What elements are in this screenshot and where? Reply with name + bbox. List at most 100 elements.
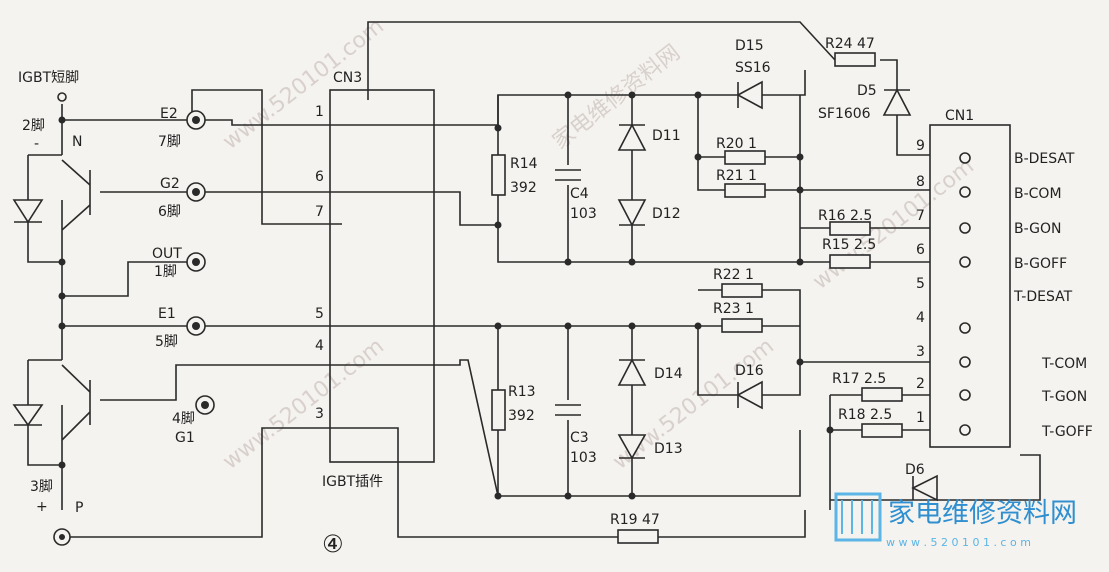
label-d11: D11 (652, 128, 681, 144)
cn1-title: CN1 (945, 108, 974, 124)
cn1-labels: CN1 9 8 7 6 5 4 3 2 1 B-DESAT B-COM B-GO… (916, 108, 1093, 440)
label-r22: R22 1 (713, 267, 754, 283)
site-logo: 家电维修资料网 w w w . 5 2 0 1 0 1 . c o m (834, 492, 1077, 549)
label-d16: D16 (735, 363, 764, 379)
resistor-r18 (861, 423, 903, 438)
igbt-labels: IGBT短脚 2脚 - N 3脚 + P (18, 70, 83, 516)
label-c4: C4 (570, 186, 589, 202)
short-pin-terminal (57, 92, 67, 102)
label-e1: E1 (158, 306, 176, 322)
diode-d15 (736, 80, 763, 110)
cn3-pin-4: 4 (315, 338, 324, 354)
cn1-label-5: 5 (916, 276, 925, 292)
resistor-r19 (617, 529, 659, 544)
watermark-url-2: www.520101.com (218, 334, 389, 475)
label-r21: R21 1 (716, 168, 757, 184)
signal-t-com: T-COM (1041, 356, 1087, 372)
label-g2: G2 (160, 176, 180, 192)
label-d13: D13 (654, 441, 683, 457)
resistor-r20 (724, 150, 766, 165)
label-e2: E2 (160, 106, 178, 122)
diode-d6 (911, 474, 938, 502)
resistor-r15 (829, 254, 871, 269)
cn1-pin-3 (959, 356, 971, 368)
label-r18: R18 2.5 (838, 407, 892, 423)
resistor-r24 (834, 52, 876, 67)
capacitor-c3 (555, 400, 581, 420)
cn1-label-6: 6 (916, 242, 925, 258)
wires (27, 21, 1041, 538)
resistors (491, 52, 903, 544)
cn1-pin-2 (959, 389, 971, 401)
signal-b-desat: B-DESAT (1014, 151, 1075, 167)
label-r19: R19 47 (610, 512, 660, 528)
signal-t-gon: T-GON (1041, 389, 1087, 405)
diode-d5 (882, 88, 912, 116)
cn1-label-3: 3 (916, 344, 925, 360)
signal-b-gon: B-GON (1014, 221, 1062, 237)
signal-b-goff: B-GOFF (1014, 256, 1067, 272)
label-minus: - (34, 136, 39, 152)
cn1-pin-7 (959, 222, 971, 234)
diode-d16 (736, 380, 763, 410)
screw-terminals (186, 110, 215, 415)
cn3-pin-1: 1 (315, 104, 324, 120)
label-c4-val: 103 (570, 206, 597, 222)
capacitors (555, 165, 581, 420)
cn3-caption: IGBT插件 (322, 474, 383, 490)
igbt-lower (12, 364, 91, 546)
cn1-pins (959, 152, 971, 436)
cn3-title: CN3 (333, 70, 362, 86)
cn1-pin-8 (959, 186, 971, 198)
logo-mark-icon (834, 492, 882, 542)
label-r17: R17 2.5 (832, 371, 886, 387)
diode-d12 (617, 199, 647, 227)
label-r14-val: 392 (510, 180, 537, 196)
label-d12: D12 (652, 206, 681, 222)
igbt-upper (12, 92, 91, 231)
diode-d13 (617, 434, 647, 460)
resistor-r17 (861, 387, 903, 402)
logo-url: w w w . 5 2 0 1 0 1 . c o m (886, 536, 1031, 549)
label-r20: R20 1 (716, 136, 757, 152)
cn1-label-7: 7 (916, 208, 925, 224)
cn1-pin-9 (959, 152, 971, 164)
signal-b-com: B-COM (1014, 186, 1062, 202)
cn1-label-9: 9 (916, 138, 925, 154)
cn3-pin-5: 5 (315, 306, 324, 322)
label-r23: R23 1 (713, 301, 754, 317)
diode-d14 (617, 358, 647, 386)
cn3-pin-3: 3 (315, 406, 324, 422)
label-d5-part: SF1606 (818, 106, 871, 122)
label-d5: D5 (857, 83, 877, 99)
cn1-label-8: 8 (916, 174, 925, 190)
cn1-label-1: 1 (916, 410, 925, 426)
label-g1: G1 (175, 430, 195, 446)
label-g1-pin: 4脚 (172, 411, 195, 427)
cn3-pin-7: 7 (315, 204, 324, 220)
label-out: OUT (152, 246, 182, 262)
logo-site-name: 家电维修资料网 (888, 498, 1077, 529)
label-r14: R14 (510, 156, 538, 172)
component-labels: R24 47 D5 SF1606 D15 SS16 D11 D12 R14 39… (508, 36, 925, 528)
cn3-labels: CN3 1 6 7 5 4 3 IGBT插件 (315, 70, 383, 490)
label-p: P (75, 500, 83, 516)
label-e1-pin: 5脚 (155, 334, 178, 350)
cn1-pin-1 (959, 424, 971, 436)
cn1-pin-6 (959, 256, 971, 268)
label-d14: D14 (654, 366, 683, 382)
label-out-pin: 1脚 (154, 264, 177, 280)
resistor-r13 (491, 389, 506, 431)
cn1-label-4: 4 (916, 310, 925, 326)
signal-t-goff: T-GOFF (1041, 424, 1093, 440)
resistor-r23 (721, 318, 763, 333)
label-pin3: 3脚 (30, 479, 53, 495)
diode-d11 (617, 123, 647, 151)
junction-dots (58, 91, 834, 500)
label-n: N (72, 134, 82, 150)
freewheel-diode-lower (12, 404, 44, 427)
figure-number: ④ (322, 530, 344, 558)
label-r13-val: 392 (508, 408, 535, 424)
resistor-r21 (724, 183, 766, 198)
